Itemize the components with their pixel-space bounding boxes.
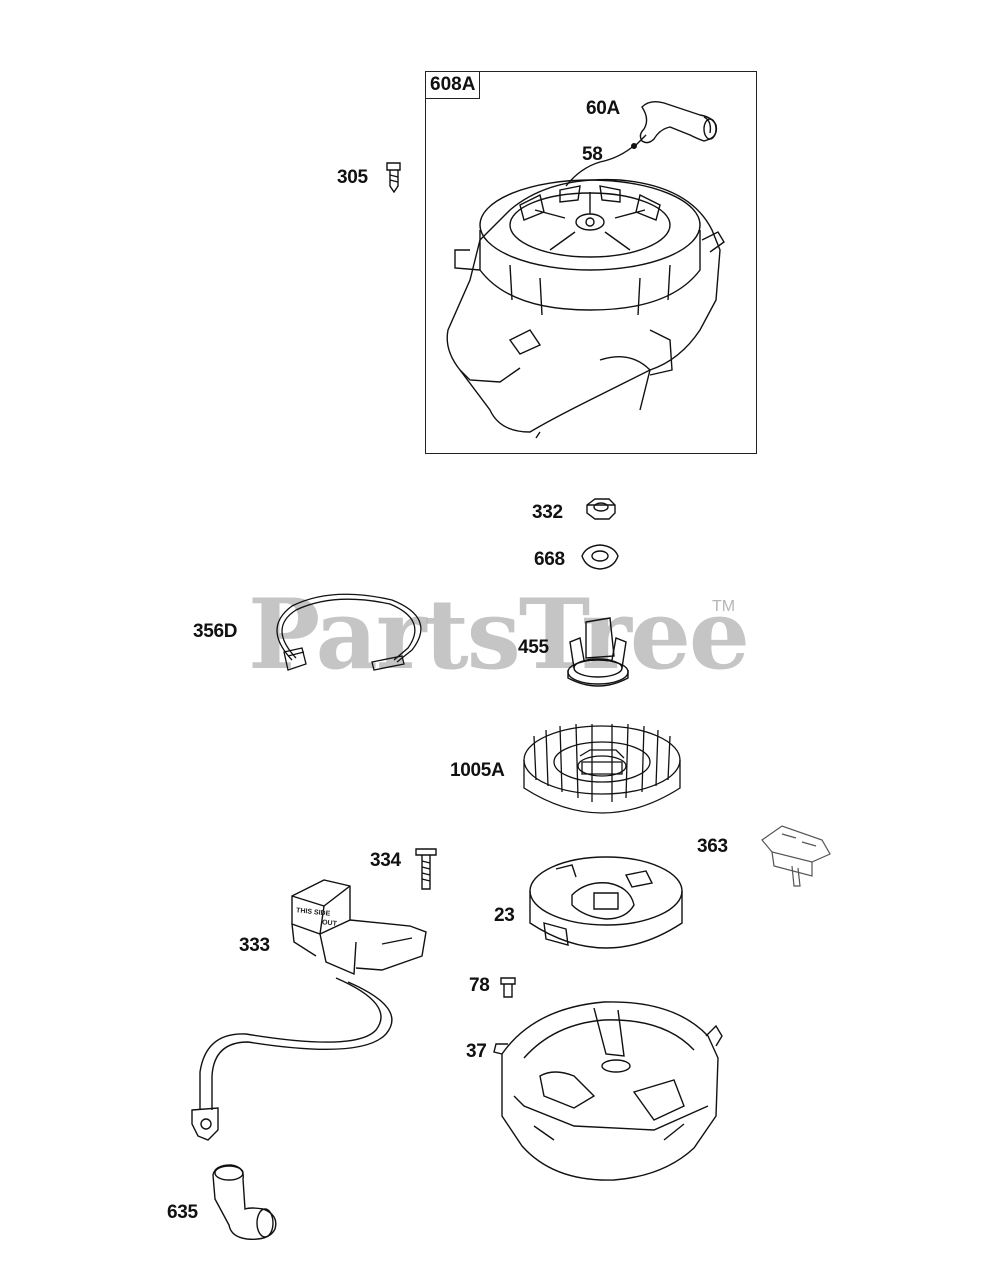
- washer-668[interactable]: [578, 542, 622, 572]
- watermark-brand: PartsTree: [248, 578, 750, 691]
- callout-78: 78: [469, 975, 490, 996]
- callout-60a: 60A: [586, 98, 620, 119]
- rewind-starter-608a[interactable]: [440, 170, 730, 440]
- callout-23: 23: [494, 905, 515, 926]
- bracket-363[interactable]: [752, 820, 834, 890]
- callout-668: 668: [534, 549, 565, 570]
- callout-455: 455: [518, 637, 549, 658]
- callout-356d: 356D: [193, 621, 238, 642]
- screw-78[interactable]: [498, 975, 518, 1001]
- callout-333: 333: [239, 935, 270, 956]
- callout-332: 332: [532, 502, 563, 523]
- callout-635: 635: [167, 1202, 198, 1223]
- spark-plug-boot-635[interactable]: [207, 1163, 283, 1243]
- callout-305: 305: [337, 167, 368, 188]
- starter-rope-58[interactable]: [560, 140, 640, 190]
- magneto-hub-23[interactable]: [526, 853, 686, 968]
- nut-332[interactable]: [583, 496, 617, 522]
- callout-1005a: 1005A: [450, 760, 505, 781]
- screw-305[interactable]: [384, 160, 404, 195]
- ground-wire-356d[interactable]: [262, 588, 432, 680]
- callout-37: 37: [466, 1041, 487, 1062]
- flywheel-1005a[interactable]: [520, 718, 685, 828]
- blower-housing-37[interactable]: [494, 996, 724, 1186]
- ignition-armature-333[interactable]: [186, 872, 436, 1147]
- callout-334: 334: [370, 850, 401, 871]
- assembly-608a-label: 608A: [425, 71, 481, 99]
- bolt-334[interactable]: [412, 843, 440, 893]
- coil-print-line2: OUT: [321, 919, 338, 928]
- starter-handle-60a[interactable]: [630, 95, 725, 155]
- callout-363: 363: [697, 836, 728, 857]
- callout-58: 58: [582, 144, 603, 165]
- watermark-trademark: TM: [712, 598, 736, 615]
- starter-cup-455[interactable]: [560, 612, 636, 690]
